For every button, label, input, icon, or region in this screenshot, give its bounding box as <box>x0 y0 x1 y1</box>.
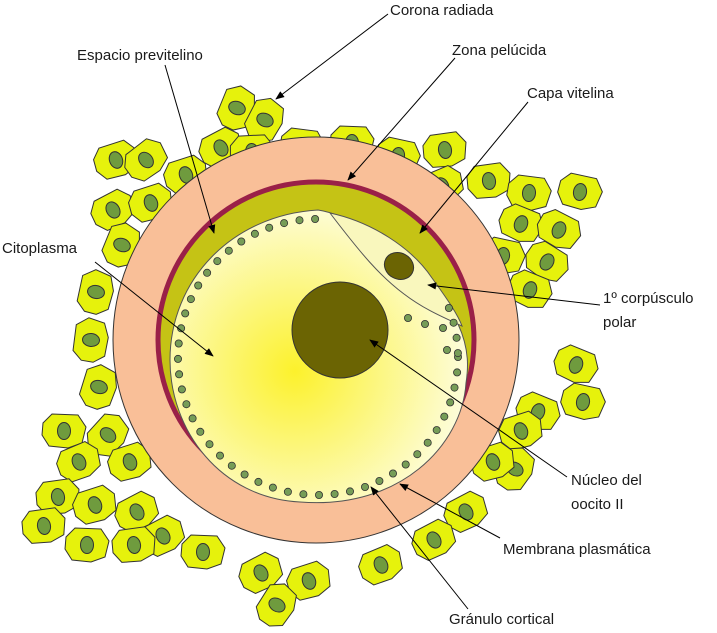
follicle-cell <box>422 131 467 168</box>
cortical-granule <box>280 219 289 228</box>
label-espacio-previtelino: Espacio previtelino <box>77 47 203 64</box>
label-corpusculo-polar-2: polar <box>603 314 636 331</box>
cortical-granule <box>250 229 259 238</box>
follicle-cell <box>358 544 403 586</box>
follicle-cell <box>72 317 109 363</box>
cortical-granule <box>177 385 186 394</box>
cortical-granule <box>330 489 339 498</box>
cortical-granule <box>268 483 277 492</box>
cortical-granule <box>444 303 453 312</box>
follicle-cell <box>111 526 156 563</box>
cortical-granule <box>237 237 246 246</box>
cortical-granule <box>401 460 410 469</box>
nucleo-corpusculo-polar <box>383 252 415 280</box>
follicle-cell <box>525 240 569 282</box>
follicle-cell <box>411 518 457 562</box>
follicle-cell <box>21 507 66 544</box>
cortical-granule <box>174 339 183 348</box>
follicle-cell <box>78 364 117 410</box>
label-corpusculo-polar-1: 1º corpúsculo <box>603 290 694 307</box>
follicle-cell <box>114 490 160 534</box>
cortical-granule <box>173 354 182 363</box>
cortical-granule <box>452 333 461 342</box>
cortical-granule <box>181 309 190 318</box>
cortical-granule <box>196 427 205 436</box>
follicle-cell <box>560 382 606 420</box>
cortical-granule <box>403 313 412 322</box>
cortical-granule <box>453 368 462 377</box>
cortical-granule <box>453 349 462 358</box>
granulos-corticales <box>173 214 462 499</box>
label-nucleo-2: oocito II <box>571 496 624 513</box>
label-citoplasma: Citoplasma <box>2 240 78 257</box>
follicle-cell <box>443 490 489 534</box>
follicle-cell <box>497 410 543 451</box>
cortical-granule <box>227 461 236 470</box>
cortical-granule <box>449 318 458 327</box>
cortical-granule <box>423 438 432 447</box>
cortical-granule <box>283 487 292 496</box>
cortical-granule <box>375 476 384 485</box>
follicle-cell <box>71 484 117 525</box>
follicle-cell <box>106 441 152 482</box>
cortical-granule <box>413 450 422 459</box>
follicle-cell <box>124 138 169 182</box>
cortical-granule <box>205 440 214 449</box>
cortical-granule <box>446 398 455 407</box>
cortical-granule <box>254 477 263 486</box>
cortical-granule <box>442 345 451 354</box>
cortical-granule <box>240 470 249 479</box>
label-corona-radiada: Corona radiada <box>390 2 494 19</box>
label-granulo-cortical: Gránulo cortical <box>449 611 554 628</box>
follicle-cell <box>76 269 114 315</box>
cortical-granule <box>215 451 224 460</box>
nucleo-oocito <box>291 281 389 379</box>
follicle-cell <box>536 208 582 250</box>
follicle-cell <box>41 413 87 449</box>
follicle-cell <box>553 344 599 383</box>
cortical-granule <box>311 214 320 223</box>
cortical-granule <box>438 323 447 332</box>
cortical-granule <box>186 295 195 304</box>
cortical-granule <box>345 487 354 496</box>
follicle-cell <box>56 441 101 483</box>
cortical-granule <box>182 400 191 409</box>
cortical-granule <box>203 268 212 277</box>
cortical-granule <box>420 319 429 328</box>
follicle-cell <box>238 551 284 595</box>
follicle-cell <box>285 560 331 601</box>
cortical-granule <box>440 412 449 421</box>
follicle-cell <box>101 222 140 268</box>
cortical-granule <box>450 383 459 392</box>
cortical-granule <box>295 216 304 225</box>
follicle-cell <box>180 534 226 570</box>
cortical-granule <box>388 469 397 478</box>
follicle-cell <box>86 413 130 457</box>
follicle-cell <box>255 583 297 627</box>
follicle-cell <box>466 162 511 199</box>
label-capa-vitelina: Capa vitelina <box>527 85 614 102</box>
cortical-granule <box>213 257 222 266</box>
cortical-granule <box>360 482 369 491</box>
leader-lines <box>94 13 601 610</box>
follicle-cell <box>64 527 110 563</box>
follicle-cell <box>243 97 285 143</box>
follicle-cell <box>498 203 544 242</box>
follicle-cell <box>506 174 552 211</box>
label-nucleo-1: Núcleo del <box>571 472 642 489</box>
cortical-granule <box>299 490 308 499</box>
follicle-cell <box>90 188 136 232</box>
follicle-cell <box>216 85 255 131</box>
cortical-granule <box>188 414 197 423</box>
label-membrana-plasmatica: Membrana plasmática <box>503 541 651 558</box>
label-zona-pelucida: Zona pelúcida <box>452 42 547 59</box>
follicle-cell <box>557 172 603 210</box>
cortical-granule <box>314 490 323 499</box>
cortical-granule <box>265 223 274 232</box>
cortical-granule <box>194 281 203 290</box>
cortical-granule <box>432 426 441 435</box>
cortical-granule <box>175 370 184 379</box>
cortical-granule <box>224 246 233 255</box>
